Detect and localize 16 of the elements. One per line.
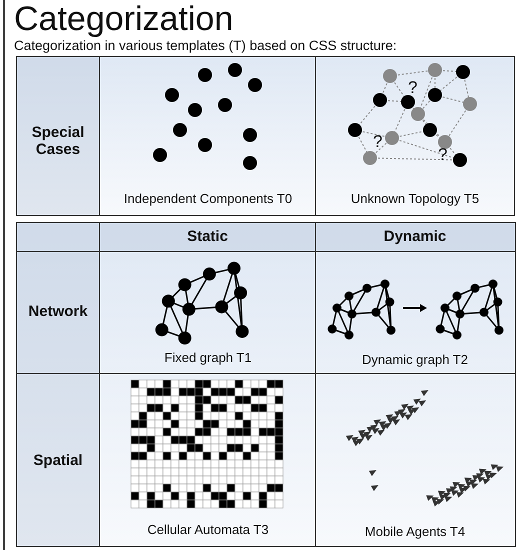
column-header: Static <box>186 228 229 245</box>
cell-caption: Mobile Agents T4 <box>364 524 466 539</box>
cell-caption: Unknown Topology T5 <box>350 191 480 206</box>
row-header: Spatial <box>32 452 84 469</box>
column-header: Dynamic <box>382 228 448 245</box>
question-mark: ? <box>438 145 448 165</box>
question-mark: ? <box>408 78 418 98</box>
cell-caption: Fixed graph T1 <box>163 350 253 365</box>
cell-caption: Cellular Automata T3 <box>146 522 270 537</box>
cell-caption: Independent Components T0 <box>122 191 294 206</box>
question-mark: ? <box>373 132 382 152</box>
subtitle: Categorization in various templates (T) based on CSS structure: <box>14 38 397 53</box>
title: Categorization <box>14 0 234 39</box>
cell-caption: Dynamic graph T2 <box>361 352 469 367</box>
row-header: Network <box>27 303 89 320</box>
row-header: Special Cases <box>30 124 86 158</box>
